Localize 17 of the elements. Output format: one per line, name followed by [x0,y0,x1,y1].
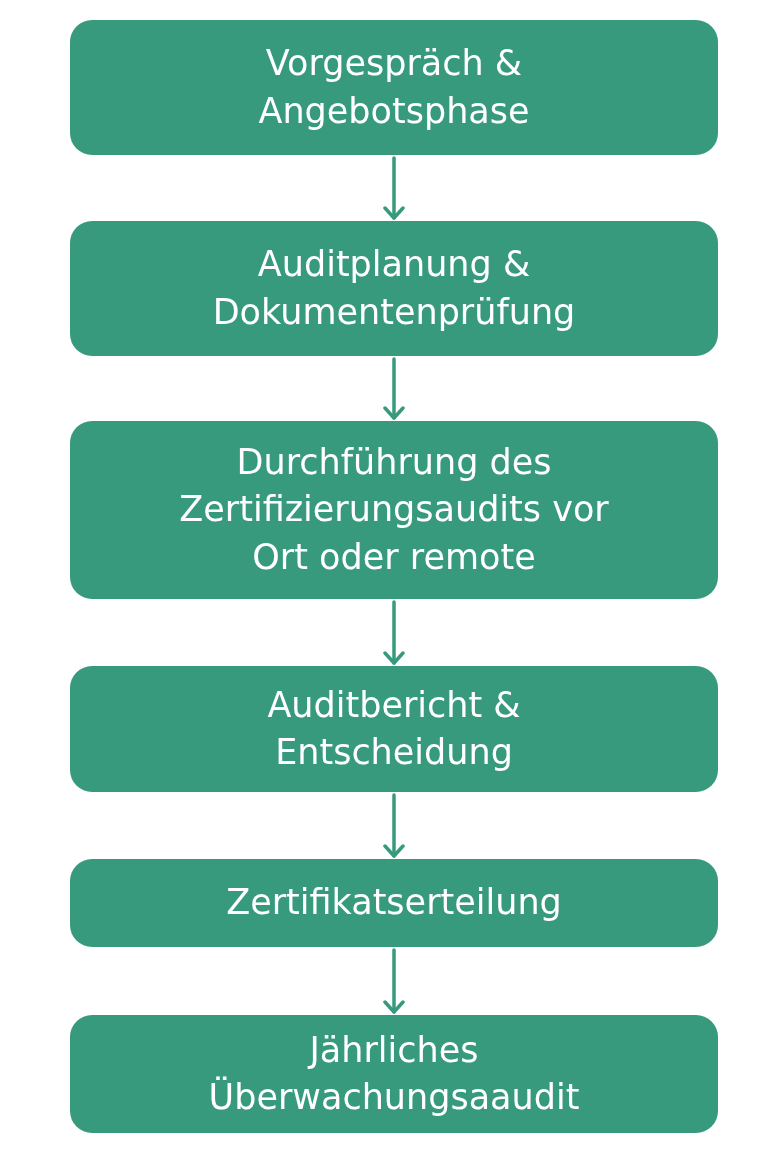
process-box [70,1015,718,1133]
arrow [383,600,405,665]
process-box [70,859,718,947]
arrow [383,156,405,220]
process-box [70,20,718,155]
step-label: Auditbericht & Entscheidung [266,683,522,774]
step-label: Zertifikatserteilung [226,881,562,925]
arrow [383,948,405,1014]
step-label: Auditplanung & Dokumentenprüfung [211,243,577,334]
step-label: Durchführung des Zertifizierungsaudits vor Ort oder remote [178,441,610,579]
process-box [70,666,718,792]
arrow [383,357,405,420]
arrow [383,793,405,858]
process-box [70,221,718,356]
step-label: Jährliches Überwachungsaaudit [207,1028,581,1119]
process-box [70,421,718,599]
step-label: Vorgespräch & Angebotsphase [257,42,531,133]
